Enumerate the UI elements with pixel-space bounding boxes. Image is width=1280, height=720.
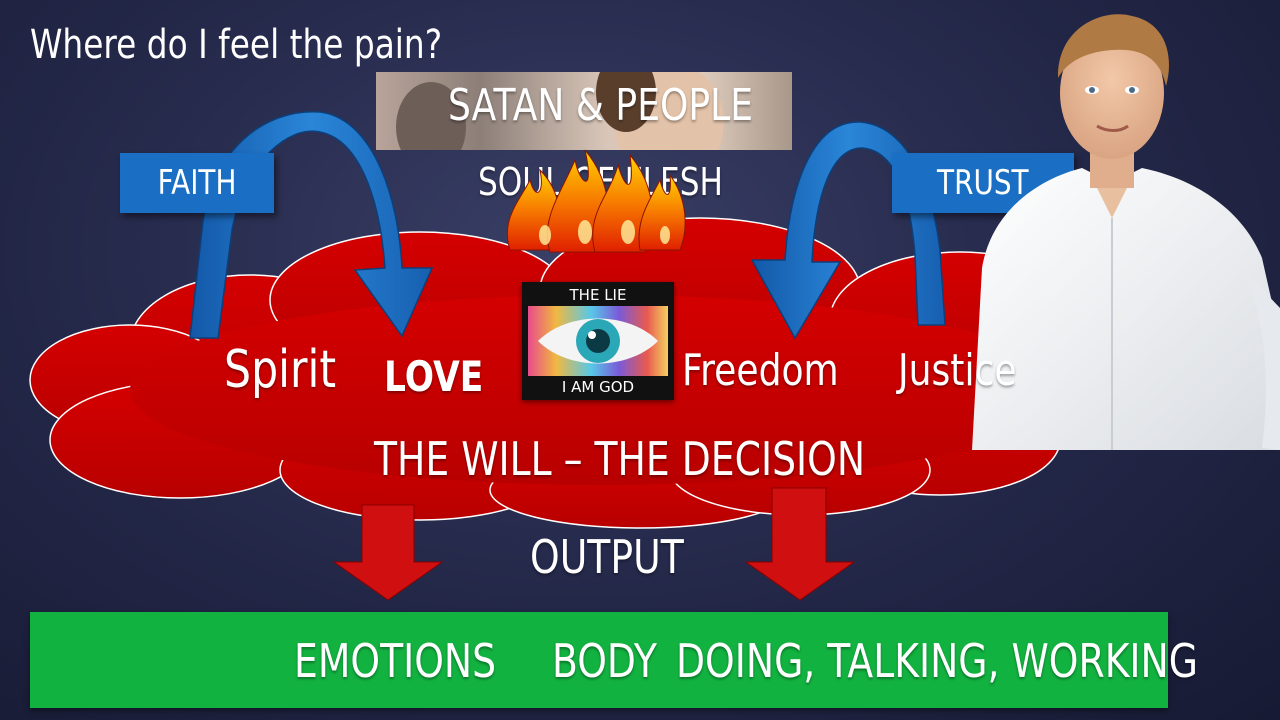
- flame-icon: [506, 149, 686, 253]
- body-label: BODY: [552, 634, 657, 688]
- justice-label: Justice: [898, 345, 1017, 396]
- lie-caption-bottom: I AM GOD: [561, 378, 635, 396]
- the-lie-image: THE LIE I AM GOD: [522, 282, 674, 400]
- trust-text: TRUST: [937, 163, 1029, 203]
- eye-icon: [528, 306, 668, 376]
- freedom-label: Freedom: [682, 345, 839, 396]
- will-decision-label: THE WILL – THE DECISION: [374, 432, 866, 486]
- spirit-label: Spirit: [224, 340, 337, 400]
- output-bar: [30, 612, 1168, 708]
- speaker-photo: [962, 8, 1280, 450]
- love-label: LOVE: [384, 352, 484, 401]
- faith-text: FAITH: [157, 163, 237, 203]
- emotions-label: EMOTIONS: [294, 634, 497, 688]
- faith-label: FAITH: [120, 153, 274, 213]
- satan-people-label: SATAN & PEOPLE: [448, 80, 754, 131]
- doing-talking-working-label: DOING, TALKING, WORKING: [676, 634, 1199, 688]
- people-photo-banner: [376, 72, 792, 150]
- output-label: OUTPUT: [530, 530, 684, 584]
- lie-caption-top: THE LIE: [569, 286, 627, 304]
- slide-title: Where do I feel the pain?: [30, 22, 443, 68]
